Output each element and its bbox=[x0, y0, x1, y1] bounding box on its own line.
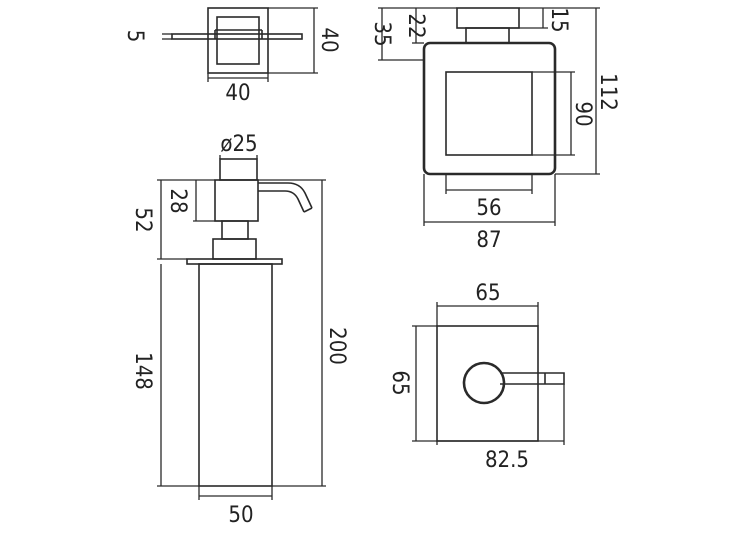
spout-top bbox=[258, 182, 313, 209]
bottom-right-holder-view bbox=[412, 302, 565, 445]
backplate-inner bbox=[216, 16, 260, 65]
label-diameter-25: ø25 bbox=[220, 132, 257, 157]
soap-dispenser-view bbox=[157, 155, 326, 500]
label-5: 5 bbox=[122, 30, 147, 43]
pump-cap bbox=[219, 158, 258, 181]
label-87: 87 bbox=[476, 228, 501, 253]
outer-frame bbox=[422, 41, 557, 176]
label-82-5: 82.5 bbox=[485, 448, 529, 473]
bracket-stem bbox=[465, 27, 510, 44]
label-15: 15 bbox=[546, 7, 571, 32]
top-right-frame-view bbox=[378, 7, 600, 226]
round-knob bbox=[462, 361, 506, 405]
label-40-height: 40 bbox=[316, 27, 341, 52]
pump-head bbox=[214, 179, 259, 222]
label-148: 148 bbox=[130, 352, 155, 390]
label-65-height: 65 bbox=[387, 370, 412, 395]
spout-bottom bbox=[258, 190, 305, 213]
bottle-body bbox=[198, 263, 273, 487]
label-56: 56 bbox=[476, 196, 501, 221]
rail-bar bbox=[171, 33, 303, 40]
label-40-width: 40 bbox=[225, 81, 250, 106]
label-22: 22 bbox=[403, 13, 428, 38]
label-112: 112 bbox=[595, 73, 620, 111]
dimension-labels: 5 40 40 35 22 15 90 112 56 87 ø25 28 52 … bbox=[122, 7, 620, 528]
neck-upper bbox=[221, 220, 249, 240]
neck-collar bbox=[212, 238, 257, 260]
spout-tip bbox=[303, 207, 313, 213]
label-52: 52 bbox=[130, 207, 155, 232]
top-left-holder-view bbox=[162, 7, 318, 82]
wall-bracket bbox=[456, 7, 520, 29]
label-90: 90 bbox=[570, 101, 595, 126]
label-50: 50 bbox=[228, 503, 253, 528]
label-35: 35 bbox=[369, 21, 394, 46]
label-200: 200 bbox=[324, 327, 349, 365]
inner-frame bbox=[445, 71, 533, 156]
label-65-width: 65 bbox=[475, 281, 500, 306]
label-28: 28 bbox=[165, 188, 190, 213]
backplate-outline bbox=[207, 7, 269, 74]
arm-bar bbox=[500, 372, 565, 385]
